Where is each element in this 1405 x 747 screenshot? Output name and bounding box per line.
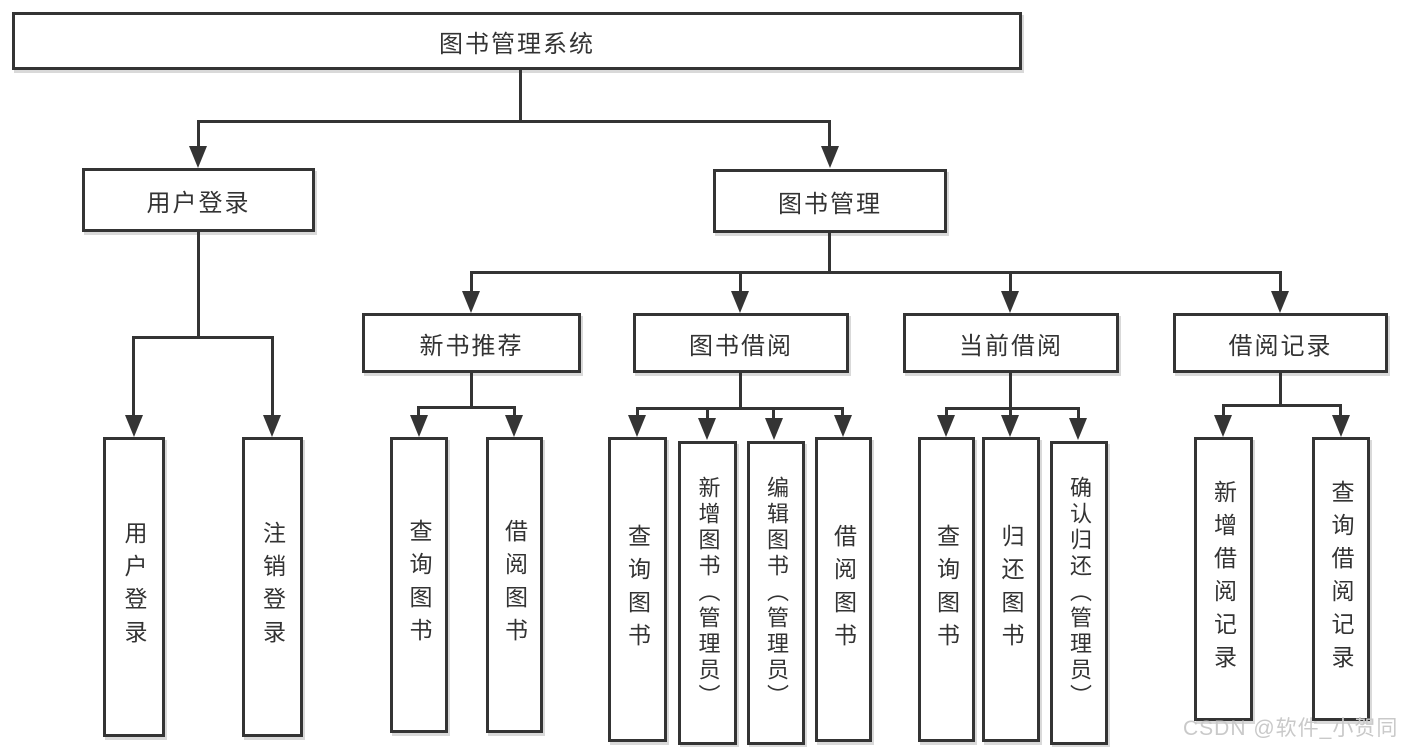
connector-drop-return-books [1009, 407, 1012, 417]
connector-borrowing-stem [739, 371, 742, 410]
leaf-return-books: 归还图书 [982, 437, 1040, 742]
connector-drop-book-management [828, 120, 831, 149]
node-book-management: 图书管理 [713, 169, 947, 233]
connector-drop-borrowing-records [1279, 271, 1282, 293]
leaf-borrow-books-recommendation: 借阅图书 [486, 437, 543, 733]
arrow-down-icon [821, 146, 839, 168]
connector-drop-query-books [945, 407, 948, 417]
arrow-down-icon [263, 415, 281, 437]
arrow-down-icon [937, 415, 955, 437]
arrow-down-icon [125, 415, 143, 437]
connector-drop-query-books [417, 406, 420, 417]
arrow-down-icon [410, 415, 428, 437]
connector-drop-query-books [636, 407, 639, 417]
connector-drop-confirm-return [1077, 407, 1080, 420]
connector-root-stem [519, 68, 522, 123]
connector-book-management-stem [828, 231, 831, 274]
arrow-down-icon [1069, 418, 1087, 440]
leaf-logout: 注销登录 [242, 437, 303, 737]
connector-current-rail [945, 407, 1080, 410]
leaf-borrow-books-borrowing: 借阅图书 [815, 437, 872, 742]
arrow-down-icon [1271, 291, 1289, 313]
node-user-login: 用户登录 [82, 168, 315, 232]
connector-drop-book-borrowing [739, 271, 742, 293]
connector-drop-borrow-books [841, 407, 844, 417]
arrow-down-icon [698, 418, 716, 440]
leaf-query-borrowing-record: 查询借阅记录 [1312, 437, 1370, 721]
leaf-query-books-recommendation: 查询图书 [390, 437, 448, 733]
connector-drop-edit-books [772, 407, 775, 420]
leaf-query-books-current: 查询图书 [918, 437, 975, 742]
connector-records-rail [1222, 404, 1342, 407]
leaf-user-login: 用户登录 [103, 437, 165, 737]
leaf-add-borrowing-record: 新增借阅记录 [1194, 437, 1253, 721]
arrow-down-icon [1001, 415, 1019, 437]
arrow-down-icon [505, 415, 523, 437]
node-borrowing-records: 借阅记录 [1173, 313, 1388, 373]
node-library-management-system: 图书管理系统 [12, 12, 1022, 70]
connector-drop-add-books [706, 407, 709, 420]
csdn-watermark: CSDN @软件_小贺同学 [1183, 717, 1399, 740]
connector-recommendation-rail [417, 406, 516, 409]
connector-drop-add-record [1222, 404, 1225, 417]
connector-level3-rail [470, 271, 1282, 274]
leaf-edit-books-admin: 编辑图书（管理员） [747, 441, 805, 745]
connector-drop-user-login [197, 120, 200, 149]
leaf-confirm-return-admin: 确认归还（管理员） [1050, 441, 1108, 745]
node-new-book-recommendation: 新书推荐 [362, 313, 581, 373]
arrow-down-icon [628, 415, 646, 437]
connector-drop-query-record [1339, 404, 1342, 417]
arrow-down-icon [1001, 291, 1019, 313]
connector-records-stem [1279, 371, 1282, 407]
connector-user-login-stem [197, 230, 200, 339]
connector-drop-new-book-recommendation [470, 271, 473, 293]
node-current-borrowing: 当前借阅 [903, 313, 1119, 373]
connector-drop-leaf-user-login [132, 336, 135, 417]
arrow-down-icon [731, 291, 749, 313]
connector-recommendation-stem [470, 371, 473, 409]
arrow-down-icon [834, 415, 852, 437]
connector-level2-rail [197, 120, 831, 123]
arrow-down-icon [189, 146, 207, 168]
connector-drop-current-borrowing [1009, 271, 1012, 293]
connector-current-stem [1009, 371, 1012, 410]
connector-drop-borrow-books [513, 406, 516, 417]
connector-drop-leaf-logout [271, 336, 274, 417]
connector-user-login-rail [132, 336, 274, 339]
node-book-borrowing: 图书借阅 [633, 313, 849, 373]
arrow-down-icon [765, 418, 783, 440]
connector-borrowing-rail [636, 407, 844, 410]
arrow-down-icon [462, 291, 480, 313]
arrow-down-icon [1214, 415, 1232, 437]
leaf-query-books-borrowing: 查询图书 [608, 437, 667, 742]
leaf-add-books-admin: 新增图书（管理员） [678, 441, 737, 745]
arrow-down-icon [1332, 415, 1350, 437]
